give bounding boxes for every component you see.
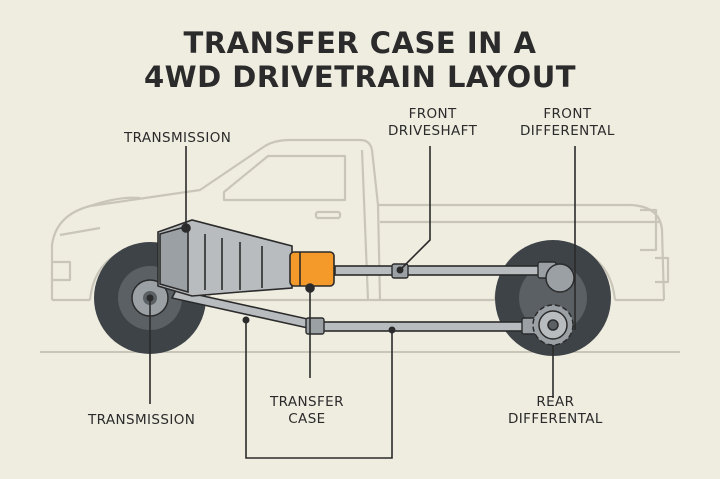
- lower-shaft: [309, 321, 539, 332]
- label-front-differential-line-1: FRONT: [543, 106, 592, 122]
- label-transmission-bottom: TRANSMISSION: [88, 412, 196, 428]
- transfer-case-unit: [289, 251, 335, 293]
- leader-front-driveshaft: [399, 146, 431, 271]
- rear-differential-gear: [532, 304, 574, 346]
- label-transfer-case-line-2: CASE: [288, 411, 326, 427]
- label-transmission-top: TRANSMISSION: [124, 130, 232, 146]
- leader-lines: [149, 146, 576, 459]
- label-front-differential: FRONT DIFFERENTAL: [520, 106, 615, 140]
- label-front-driveshaft-line-2: DRIVESHAFT: [388, 123, 478, 139]
- label-front-differential-line-2: DIFFERENTAL: [520, 123, 615, 139]
- page-title-line-2: 4WD DRIVETRAIN LAYOUT: [143, 60, 577, 94]
- label-front-driveshaft: FRONT DRIVESHAFT: [388, 106, 477, 140]
- label-rear-differential-line-2: DIFFERENTAL: [508, 411, 603, 427]
- label-rear-differential: REAR DIFFERENTAL: [508, 394, 603, 428]
- leader-dots: [146, 266, 404, 334]
- label-transfer-case-line-1: TRANSFER: [270, 394, 344, 410]
- label-rear-differential-line-1: REAR: [536, 394, 575, 410]
- transmission-body: [157, 219, 293, 297]
- label-transfer-case: TRANSFER CASE: [270, 394, 344, 428]
- leader-bracket: [245, 320, 393, 459]
- page-title-line-1: TRANSFER CASE IN A: [183, 26, 537, 60]
- front-differential-unit: [545, 263, 575, 293]
- front-driveshaft: [334, 265, 551, 276]
- label-front-driveshaft-line-1: FRONT: [408, 106, 457, 122]
